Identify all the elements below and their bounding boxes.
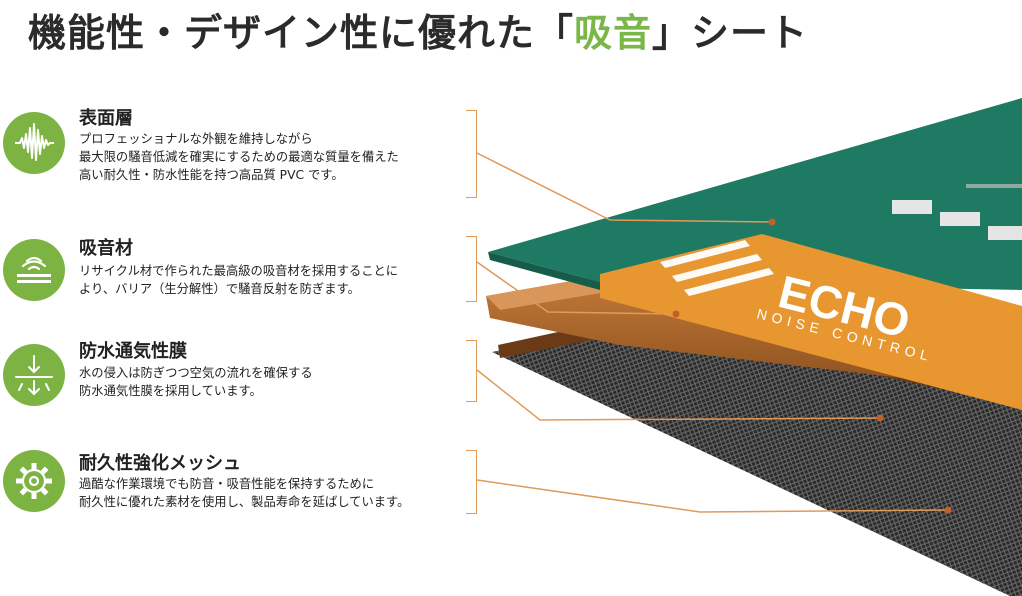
feature-desc-membrane: 水の侵入は防ぎつつ空気の流れを確保する防水通気性膜を採用しています。 [79,366,313,398]
page-title: 機能性・デザイン性に優れた「吸音」シート [28,11,809,55]
feature-desc-mesh: 過酷な作業環境でも防音・吸音性能を保持するために耐久性に優れた素材を使用し、製品… [79,477,410,509]
leader-surface [476,152,773,223]
feature-title-absorber: 吸音材 [79,238,133,259]
feature-title-membrane: 防水通気性膜 [79,341,187,362]
feature-desc-surface: プロフェッショナルな外観を維持しながら最大限の騒音低減を確実にするための最適な質… [79,132,399,182]
bracket-membrane [466,340,477,402]
bracket-mesh [466,450,477,514]
orange-print-band [600,234,1022,410]
mesh-layer [492,318,1022,596]
gear-icon [3,450,65,512]
bracket-surface [466,110,477,198]
feature-desc-absorber: リサイクル材で作られた最高級の吸音材を採用することにより、バリア（生分解性）で騒… [79,264,399,296]
bracket-absorber [466,236,477,302]
leader-absorber [476,261,677,315]
leader-mesh [476,479,949,513]
water-air-icon [3,344,65,406]
sound-absorb-icon [3,239,65,301]
leader-membrane [476,369,881,421]
qr-labels [892,184,1022,240]
pvc-top-layer [488,98,1022,290]
feature-title-surface: 表面層 [79,108,133,129]
feature-title-mesh: 耐久性強化メッシュ [79,453,241,474]
sound-wave-icon [3,112,65,174]
title-highlight: 吸音 [574,11,653,55]
